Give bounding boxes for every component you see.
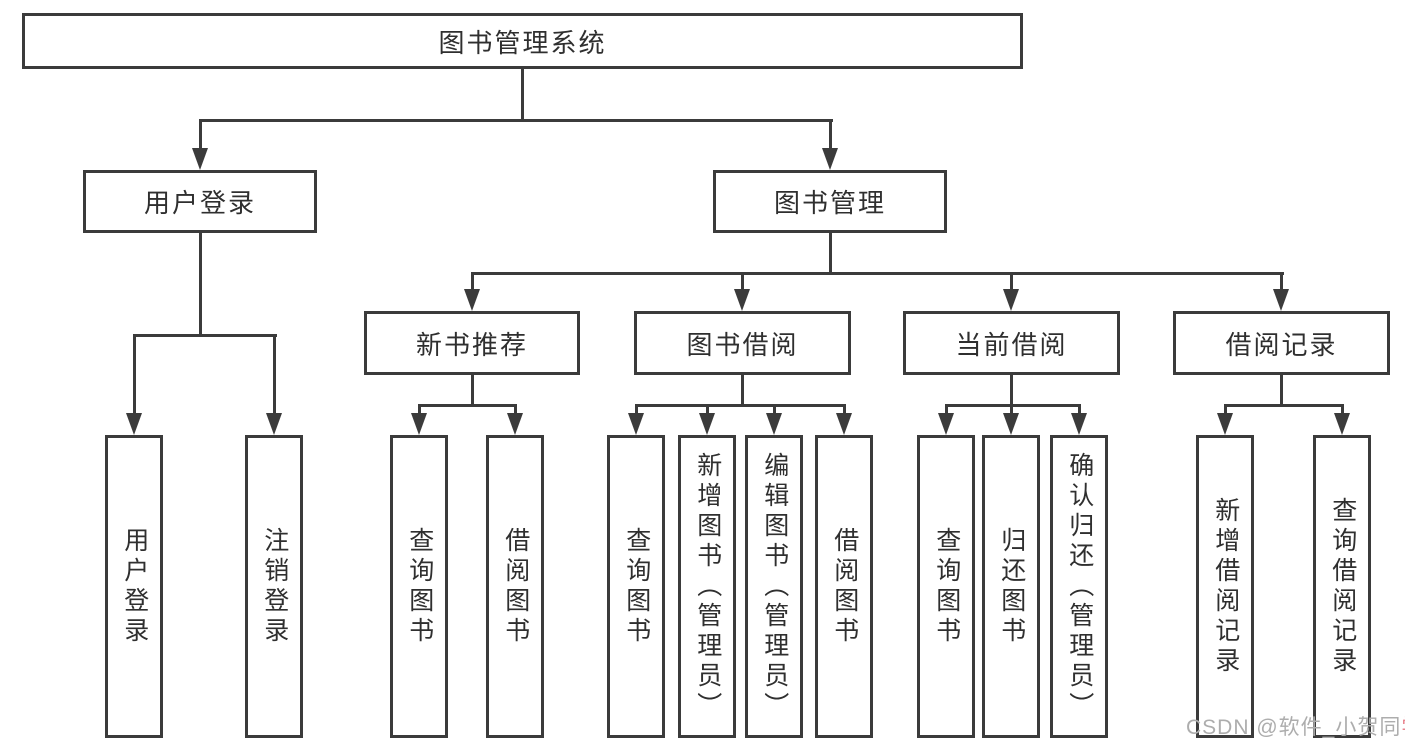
leaf-return-book: 归还图书 — [982, 435, 1040, 738]
connector-drop-leaf — [1341, 404, 1344, 414]
arrow-down-icon — [1217, 413, 1233, 435]
connector-login-vline — [199, 233, 202, 337]
arrow-down-icon — [411, 413, 427, 435]
connector-login-hline — [133, 334, 277, 337]
connector-l2-vline — [1010, 375, 1013, 407]
node-user-login: 用户登录 — [83, 170, 317, 233]
node-book-management-label: 图书管理 — [773, 188, 886, 218]
arrow-down-icon — [699, 413, 715, 435]
connector-drop-book-mgmt — [829, 119, 832, 149]
leaf-edit-book-admin-label: 编辑图书（管理员） — [760, 451, 789, 722]
arrow-down-icon — [1003, 413, 1019, 435]
node-borrow-records-label: 借阅记录 — [1225, 329, 1338, 360]
leaf-return-book-label: 归还图书 — [997, 526, 1026, 647]
connector-drop-leaf — [514, 404, 517, 414]
arrow-down-icon — [192, 148, 208, 170]
arrow-down-icon — [464, 289, 480, 311]
arrow-down-icon — [507, 413, 523, 435]
leaf-query-books-current: 查询图书 — [917, 435, 975, 738]
leaf-edit-book-admin: 编辑图书（管理员） — [745, 435, 803, 738]
node-new-book-recommend: 新书推荐 — [364, 311, 580, 375]
connector-drop-leaf — [706, 404, 709, 414]
node-book-borrow: 图书借阅 — [634, 311, 851, 375]
node-book-borrow-label: 图书借阅 — [686, 329, 799, 360]
connector-l2-hline — [635, 404, 846, 407]
connector-drop-leaf — [773, 404, 776, 414]
connector-drop-leaf — [1010, 404, 1013, 414]
arrow-down-icon — [266, 413, 282, 435]
leaf-query-books-recommend: 查询图书 — [390, 435, 448, 738]
connector-root-vline — [521, 69, 524, 122]
leaf-confirm-return-admin: 确认归还（管理员） — [1050, 435, 1108, 738]
leaf-borrow-books-recommend-label: 借阅图书 — [501, 526, 530, 647]
node-borrow-records: 借阅记录 — [1173, 311, 1390, 375]
leaf-query-borrow-record: 查询借阅记录 — [1313, 435, 1371, 738]
connector-l2-vline — [471, 375, 474, 407]
leaf-logout-label: 注销登录 — [260, 526, 289, 647]
connector-mgmt-hline — [471, 272, 1284, 275]
leaf-user-login-label: 用户登录 — [120, 526, 149, 647]
arrow-down-icon — [628, 413, 644, 435]
leaf-query-books-current-label: 查询图书 — [932, 526, 961, 647]
connector-drop-l2 — [741, 272, 744, 290]
arrow-down-icon — [1003, 289, 1019, 311]
node-user-login-label: 用户登录 — [143, 188, 256, 218]
leaf-add-borrow-record: 新增借阅记录 — [1196, 435, 1254, 738]
leaf-query-borrow-record-label: 查询借阅记录 — [1328, 496, 1357, 677]
node-library-system: 图书管理系统 — [22, 13, 1023, 69]
connector-drop-leaf — [133, 334, 136, 414]
leaf-query-books-borrow: 查询图书 — [607, 435, 665, 738]
csdn-watermark-gray: CSDN @软件_小贺同 — [1186, 716, 1402, 739]
connector-l2-vline — [1280, 375, 1283, 407]
node-library-system-label: 图书管理系统 — [438, 27, 607, 58]
leaf-add-borrow-record-label: 新增借阅记录 — [1211, 496, 1240, 677]
connector-drop-l2 — [471, 272, 474, 290]
connector-drop-leaf — [843, 404, 846, 414]
connector-l2-vline — [741, 375, 744, 407]
arrow-down-icon — [1334, 413, 1350, 435]
leaf-query-books-recommend-label: 查询图书 — [405, 526, 434, 647]
leaf-borrow-books-recommend: 借阅图书 — [486, 435, 544, 738]
arrow-down-icon — [734, 289, 750, 311]
connector-drop-leaf — [945, 404, 948, 414]
connector-l2-hline — [418, 404, 517, 407]
connector-drop-l2 — [1280, 272, 1283, 290]
leaf-user-login: 用户登录 — [105, 435, 163, 738]
connector-drop-user-login — [199, 119, 202, 149]
arrow-down-icon — [766, 413, 782, 435]
leaf-borrow-books: 借阅图书 — [815, 435, 873, 738]
connector-drop-l2 — [1010, 272, 1013, 290]
arrow-down-icon — [836, 413, 852, 435]
arrow-down-icon — [938, 413, 954, 435]
node-current-borrow-label: 当前借阅 — [955, 329, 1068, 360]
leaf-logout: 注销登录 — [245, 435, 303, 738]
connector-root-hline — [199, 119, 833, 122]
leaf-query-books-borrow-label: 查询图书 — [622, 526, 651, 647]
connector-drop-leaf — [273, 334, 276, 414]
node-current-borrow: 当前借阅 — [903, 311, 1120, 375]
connector-mgmt-vline — [829, 233, 832, 275]
csdn-watermark: CSDN @软件_小贺同学 — [1186, 711, 1405, 741]
arrow-down-icon — [126, 413, 142, 435]
node-book-management: 图书管理 — [713, 170, 947, 233]
connector-l2-hline — [945, 404, 1081, 407]
connector-l2-hline — [1224, 404, 1344, 407]
leaf-borrow-books-label: 借阅图书 — [830, 526, 859, 647]
arrow-down-icon — [1071, 413, 1087, 435]
connector-drop-leaf — [1078, 404, 1081, 414]
leaf-confirm-return-admin-label: 确认归还（管理员） — [1065, 451, 1094, 722]
leaf-add-book-admin: 新增图书（管理员） — [678, 435, 736, 738]
connector-drop-leaf — [1224, 404, 1227, 414]
leaf-add-book-admin-label: 新增图书（管理员） — [693, 451, 722, 722]
node-new-book-recommend-label: 新书推荐 — [415, 329, 528, 360]
arrow-down-icon — [1273, 289, 1289, 311]
connector-drop-leaf — [635, 404, 638, 414]
arrow-down-icon — [822, 148, 838, 170]
connector-drop-leaf — [418, 404, 421, 414]
csdn-watermark-red: 学 — [1401, 716, 1405, 739]
